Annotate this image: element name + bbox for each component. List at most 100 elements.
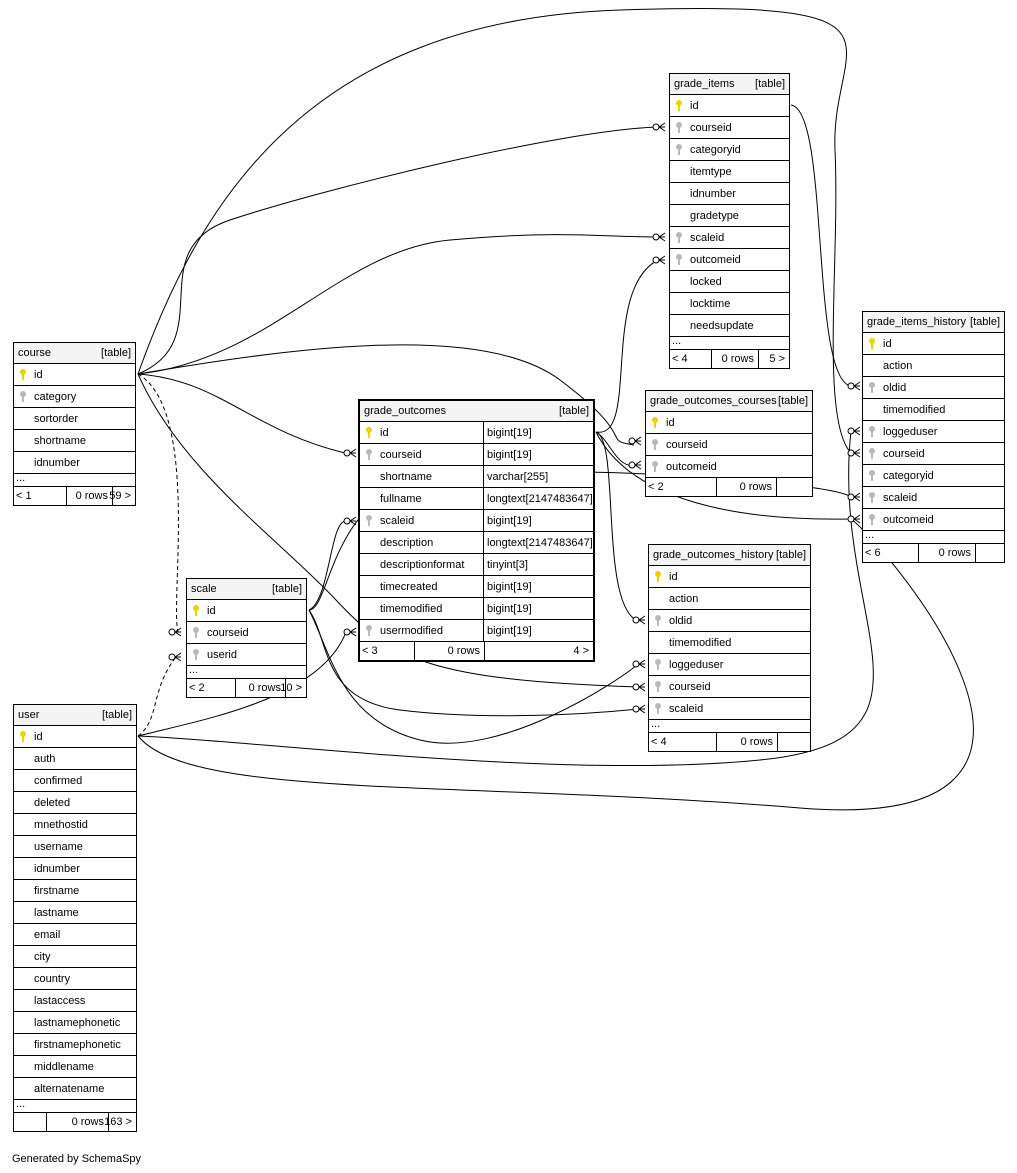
column-row[interactable]: city xyxy=(14,946,136,968)
column-row[interactable]: loggeduser xyxy=(649,654,810,676)
column-divider xyxy=(483,554,484,575)
column-row[interactable]: auth xyxy=(14,748,136,770)
column-row[interactable]: middlename xyxy=(14,1056,136,1078)
column-row[interactable]: firstname xyxy=(14,880,136,902)
column-row[interactable]: country xyxy=(14,968,136,990)
column-row[interactable]: action xyxy=(649,588,810,610)
column-name: courseid xyxy=(380,449,422,461)
column-row[interactable]: username xyxy=(14,836,136,858)
column-row[interactable]: id xyxy=(14,726,136,748)
foreign-key-icon xyxy=(652,461,658,472)
parents-count-link: < 1 xyxy=(16,490,32,502)
footer-divider xyxy=(112,487,113,505)
column-row[interactable]: courseid xyxy=(646,434,812,456)
column-row[interactable]: itemtype xyxy=(670,161,789,183)
crows-foot-marker xyxy=(847,492,861,502)
column-row[interactable]: lastnamephonetic xyxy=(14,1012,136,1034)
column-row[interactable]: outcomeid xyxy=(670,249,789,271)
column-row[interactable]: idnumber xyxy=(670,183,789,205)
column-row[interactable]: id xyxy=(670,95,789,117)
column-row[interactable]: alternatename xyxy=(14,1078,136,1100)
table-name: grade_outcomes_courses xyxy=(650,395,777,407)
crows-foot-marker xyxy=(632,682,646,692)
column-row[interactable]: deleted xyxy=(14,792,136,814)
column-row[interactable]: sortorder xyxy=(14,408,135,430)
column-row[interactable]: id xyxy=(646,412,812,434)
column-name: categoryid xyxy=(883,470,934,482)
column-row[interactable]: id xyxy=(649,566,810,588)
column-name: loggeduser xyxy=(669,659,724,671)
column-row[interactable]: userid xyxy=(187,644,306,666)
foreign-key-icon xyxy=(676,144,682,155)
column-row[interactable]: locked xyxy=(670,271,789,293)
column-row[interactable]: timemodified xyxy=(863,399,1004,421)
column-row[interactable]: scaleid xyxy=(670,227,789,249)
column-row[interactable]: scaleid xyxy=(863,487,1004,509)
column-row[interactable]: category xyxy=(14,386,135,408)
table-type-label: [table] xyxy=(559,405,589,417)
column-row[interactable]: idnumber xyxy=(14,858,136,880)
primary-key-icon xyxy=(655,571,661,582)
table-name: scale xyxy=(191,583,217,595)
table-header: grade_outcomes[table] xyxy=(360,401,593,422)
column-row[interactable]: timemodified xyxy=(649,632,810,654)
ellipsis-text: ... xyxy=(189,664,199,676)
column-row[interactable]: shortname xyxy=(14,430,135,452)
column-row[interactable]: locktime xyxy=(670,293,789,315)
column-row[interactable]: email xyxy=(14,924,136,946)
row-count: 0 rows xyxy=(938,547,971,559)
column-row[interactable]: confirmed xyxy=(14,770,136,792)
column-row[interactable]: action xyxy=(863,355,1004,377)
column-row[interactable]: id xyxy=(14,364,135,386)
column-row[interactable]: id xyxy=(187,600,306,622)
column-row[interactable]: firstnamephonetic xyxy=(14,1034,136,1056)
column-row[interactable]: categoryid xyxy=(670,139,789,161)
footer-divider xyxy=(285,679,286,697)
column-row[interactable]: oldid xyxy=(863,377,1004,399)
column-row[interactable]: scaleid xyxy=(649,698,810,720)
column-row[interactable]: lastaccess xyxy=(14,990,136,1012)
column-name: id xyxy=(380,427,389,439)
column-name: locked xyxy=(690,276,722,288)
column-row[interactable]: outcomeid xyxy=(646,456,812,478)
relationship-edge xyxy=(137,344,635,446)
column-row[interactable]: idnumber xyxy=(14,452,135,474)
column-row[interactable]: outcomeid xyxy=(863,509,1004,531)
column-name: idnumber xyxy=(34,863,80,875)
column-row[interactable]: id xyxy=(863,333,1004,355)
column-row[interactable]: mnethostid xyxy=(14,814,136,836)
column-row[interactable]: loggeduser xyxy=(863,421,1004,443)
crows-foot-marker xyxy=(652,255,666,265)
children-count-link: 4 > xyxy=(573,645,589,657)
column-row[interactable]: oldid xyxy=(649,610,810,632)
column-row[interactable]: needsupdate xyxy=(670,315,789,337)
column-row[interactable]: courseid xyxy=(649,676,810,698)
ellipsis-text: ... xyxy=(16,472,26,484)
crows-foot-marker xyxy=(343,516,357,526)
column-row[interactable]: courseid xyxy=(670,117,789,139)
column-row[interactable]: courseid xyxy=(863,443,1004,465)
column-row[interactable]: gradetype xyxy=(670,205,789,227)
column-name: id xyxy=(207,605,216,617)
column-row[interactable]: categoryid xyxy=(863,465,1004,487)
column-row[interactable]: lastname xyxy=(14,902,136,924)
column-row[interactable]: courseid xyxy=(187,622,306,644)
